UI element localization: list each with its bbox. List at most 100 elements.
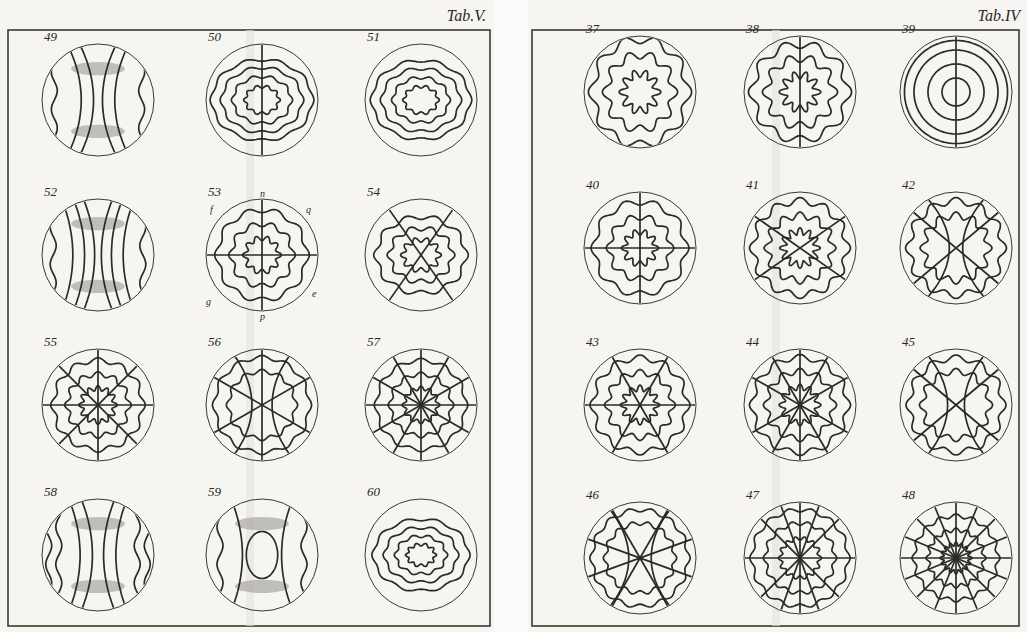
nodal-diameter — [261, 199, 263, 311]
nodal-diameter — [913, 212, 999, 284]
plate-outline — [744, 349, 856, 461]
nodal-ring — [392, 77, 451, 123]
nodal-diameter — [799, 36, 801, 148]
chladni-figure — [42, 349, 154, 461]
figure-number: 41 — [746, 178, 759, 191]
nodal-ring — [383, 527, 459, 582]
nodal-curve — [140, 199, 146, 311]
point-letter: e — [312, 289, 316, 299]
nodal-curve — [134, 499, 140, 611]
chladni-figure — [42, 499, 154, 611]
figure-number: 51 — [367, 30, 380, 43]
nodal-ring — [394, 536, 447, 575]
nodal-curve — [115, 44, 129, 156]
plate-outline — [584, 349, 696, 461]
chladni-figure — [365, 349, 477, 461]
plate-outline — [42, 199, 154, 311]
chladni-figure — [584, 502, 696, 614]
nodal-diameter — [754, 216, 846, 280]
nodal-lines — [749, 349, 850, 461]
chladni-figure — [584, 192, 696, 304]
nodal-curve — [144, 499, 150, 611]
figure-number: 44 — [746, 335, 759, 348]
figure-number: 40 — [586, 178, 599, 191]
nodal-lines — [50, 199, 146, 311]
plate-frame — [8, 30, 490, 626]
nodal-lines — [217, 499, 307, 611]
sand-heap — [235, 580, 289, 593]
nodal-lines — [51, 44, 144, 156]
nodal-diameter — [772, 357, 828, 454]
nodal-ring — [380, 69, 461, 132]
chladni-figure — [900, 192, 1012, 304]
nodal-lines — [42, 349, 154, 461]
plate-outline — [206, 44, 318, 156]
nodal-diameter — [754, 216, 846, 280]
nodal-curve — [272, 349, 294, 461]
plate-outline — [900, 192, 1012, 304]
nodal-curve — [56, 499, 62, 611]
chladni-figure — [744, 36, 856, 148]
nodal-curve — [651, 502, 676, 614]
nodal-diameter — [781, 505, 819, 610]
plate-title: Tab.IV — [977, 8, 1020, 24]
nodal-diameter — [639, 192, 641, 304]
plate-outline — [42, 349, 154, 461]
nodal-curve — [73, 199, 84, 311]
figure-number: 57 — [367, 335, 380, 348]
nodal-diameter — [904, 537, 1007, 580]
nodal-diameter — [913, 369, 999, 441]
nodal-diameter — [389, 209, 453, 301]
figure-number: 50 — [208, 30, 221, 43]
figure-number: 58 — [44, 485, 57, 498]
nodal-curve — [50, 199, 56, 311]
plate-outline — [744, 192, 856, 304]
chladni-figure — [365, 44, 477, 156]
chladni-figure — [42, 44, 154, 156]
plate-outline — [365, 349, 477, 461]
nodal-lines — [744, 502, 856, 614]
chladni-figure — [206, 44, 318, 156]
nodal-lines — [587, 502, 692, 614]
nodal-diameter — [373, 377, 470, 433]
nodal-ring — [406, 544, 437, 567]
nodal-diameter — [261, 349, 263, 461]
nodal-curve — [62, 199, 73, 311]
nodal-curve — [231, 499, 242, 611]
nodal-lines — [370, 61, 472, 140]
plate-outline — [900, 36, 1012, 148]
nodal-ring — [602, 53, 677, 131]
nodal-lines — [905, 36, 1008, 148]
figure-number: 48 — [902, 488, 915, 501]
nodal-curve — [922, 349, 947, 461]
figure-number: 38 — [746, 22, 759, 35]
figure-number: 60 — [367, 485, 380, 498]
nodal-diameter — [955, 36, 957, 148]
nodal-curve — [116, 499, 127, 611]
plate-outline — [365, 499, 477, 611]
point-letter: p — [260, 312, 265, 322]
figure-number: 37 — [586, 22, 599, 35]
figure-number: 59 — [208, 485, 221, 498]
chladni-figure — [744, 502, 856, 614]
plate-outline — [206, 499, 318, 611]
sand-heap — [71, 62, 125, 75]
chladni-figure — [206, 199, 318, 311]
figure-number: 42 — [902, 178, 915, 191]
plate-outline — [744, 502, 856, 614]
nodal-lines — [906, 349, 1006, 461]
point-letter: g — [206, 297, 211, 307]
plate-title: Tab.V. — [447, 8, 486, 24]
plate-outline — [365, 44, 477, 156]
nodal-diameter — [913, 212, 999, 284]
chladni-figure — [42, 199, 154, 311]
nodal-diameter — [612, 357, 668, 454]
nodal-ring — [590, 509, 690, 607]
chladni-figure — [900, 349, 1012, 461]
nodal-ring — [750, 198, 851, 299]
figure-number: 45 — [902, 335, 915, 348]
chladni-figure — [206, 349, 318, 461]
plate-outline — [900, 502, 1012, 614]
nodal-curve — [230, 349, 252, 461]
